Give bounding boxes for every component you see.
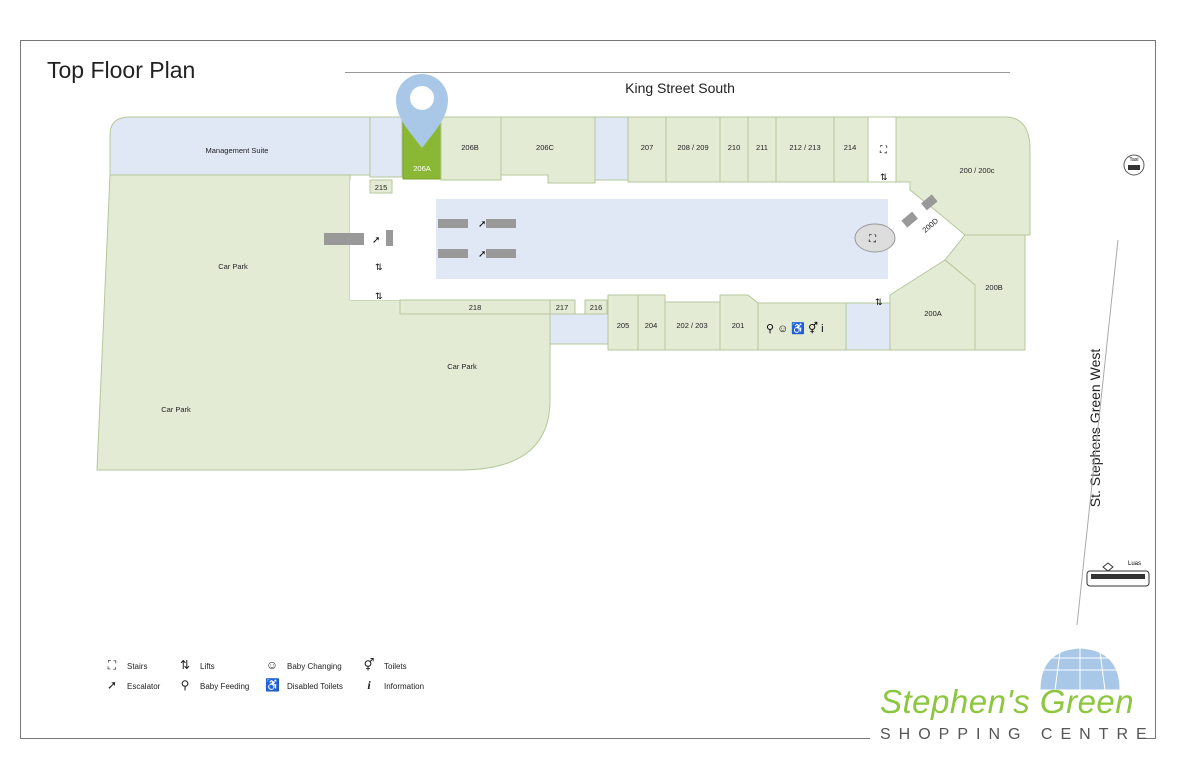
unit-208-label: 208 / 209 xyxy=(677,143,708,152)
stairs-north xyxy=(867,116,897,183)
corridor-east xyxy=(845,302,891,351)
lifts-icon: ⇅ xyxy=(880,172,888,182)
carpark-area xyxy=(96,174,551,471)
legend-baby-changing: ☺Baby Changing xyxy=(265,658,342,672)
unit-205[interactable] xyxy=(607,294,639,351)
street-line xyxy=(345,72,1010,73)
legend-lifts: ⇅Lifts xyxy=(179,658,215,672)
stairs-round xyxy=(854,223,896,253)
unit-204[interactable] xyxy=(637,294,666,351)
street-north-label: King Street South xyxy=(625,80,735,96)
stairs-icon: ⛶ xyxy=(868,234,877,245)
escalator-bar xyxy=(386,230,393,246)
corridor-north xyxy=(594,116,629,181)
escalator-bar xyxy=(324,233,364,245)
unit-210-label: 210 xyxy=(728,143,741,152)
baby-feeding-icon: ⚲ xyxy=(180,678,190,692)
unit-205-label: 205 xyxy=(617,321,630,330)
escalator-icon: ➚ xyxy=(372,235,380,246)
service-strip xyxy=(369,116,403,178)
unit-215[interactable] xyxy=(369,179,393,194)
unit-214[interactable] xyxy=(833,116,869,183)
unit-201-label: 201 xyxy=(732,321,745,330)
unit-202-label: 202 / 203 xyxy=(676,321,707,330)
unit-200A-label: 200A xyxy=(924,309,942,318)
unit-207-label: 207 xyxy=(641,143,654,152)
taxi-icon-body xyxy=(1128,165,1140,170)
central-void xyxy=(436,199,888,279)
escalator-bar xyxy=(486,219,516,228)
location-pin-icon xyxy=(396,74,448,148)
luas-label: Luas xyxy=(1128,561,1141,567)
luas-pantograph xyxy=(1102,562,1114,572)
escalator-icon: ➚ xyxy=(478,219,486,230)
frame-bottom-border xyxy=(20,738,870,739)
east-street-line xyxy=(1076,239,1119,626)
carpark-label-1: Car Park xyxy=(218,262,248,271)
unit-200B-label: 200B xyxy=(985,283,1003,292)
unit-212-label: 212 / 213 xyxy=(789,143,820,152)
unit-212[interactable] xyxy=(775,116,835,183)
unit-mgmt-label: Management Suite xyxy=(206,146,269,155)
page-title: Top Floor Plan xyxy=(47,57,196,83)
unit-206B[interactable] xyxy=(440,116,502,181)
frame-bottom-border-right xyxy=(1138,738,1156,739)
escalator-bar xyxy=(486,249,516,258)
lifts-icon: ⇅ xyxy=(875,297,883,307)
location-pin-center xyxy=(410,86,434,110)
legend-escalator: ➚Escalator xyxy=(106,678,161,692)
unit-214-label: 214 xyxy=(844,143,857,152)
unit-208[interactable] xyxy=(665,116,721,183)
unit-217-label: 217 xyxy=(556,303,569,312)
taxi-label: Taxi xyxy=(1130,157,1139,163)
information-icon: i xyxy=(367,678,371,692)
escalator-bar xyxy=(921,194,938,211)
escalator-bar xyxy=(901,211,918,228)
toilets-icon: ⚥ xyxy=(363,658,375,672)
escalator-bar xyxy=(438,249,468,258)
unit-200A[interactable] xyxy=(889,259,976,351)
logo-name: Stephen's Green xyxy=(880,683,1135,720)
frame-left-border xyxy=(20,40,21,738)
unit-216-label: 216 xyxy=(590,303,603,312)
unit-204-label: 204 xyxy=(645,321,658,330)
carpark-label-2: Car Park xyxy=(447,362,477,371)
stairs-icon: ⛶ xyxy=(879,145,888,156)
lifts-icon: ⇅ xyxy=(375,291,383,301)
stairs-icon: ⛶ xyxy=(107,658,117,672)
legend-disabled-toilets: ♿Disabled Toilets xyxy=(265,678,343,692)
unit-211[interactable] xyxy=(747,116,777,183)
unit-206C-label: 206C xyxy=(536,143,555,152)
unit-218-label: 218 xyxy=(469,303,482,312)
unit-202[interactable] xyxy=(664,301,721,351)
legend-stairs: ⛶Stairs xyxy=(105,658,148,673)
baby-changing-icon: ☺ xyxy=(265,658,279,672)
lifts-icon: ⇅ xyxy=(375,262,383,272)
legend-toilets: ⚥Toilets xyxy=(363,658,407,672)
escalator-icon: ➚ xyxy=(106,678,118,692)
corridor-south xyxy=(549,313,609,345)
escalator-bar xyxy=(438,219,468,228)
unit-200-label: 200 / 200c xyxy=(959,166,994,175)
unit-206A-label: 206A xyxy=(413,164,431,173)
map-frame xyxy=(20,40,1156,739)
unit-mgmt[interactable] xyxy=(109,116,371,176)
lifts-icon: ⇅ xyxy=(179,658,191,672)
carpark-label-3: Car Park xyxy=(161,405,191,414)
unit-211-label: 211 xyxy=(756,143,768,152)
unit-206B-label: 206B xyxy=(461,143,479,152)
disabled-toilets-icon: ♿ xyxy=(265,678,280,692)
luas-windows xyxy=(1091,574,1145,579)
unit-215-label: 215 xyxy=(375,183,388,192)
legend-baby-feeding: ⚲Baby Feeding xyxy=(178,678,250,692)
logo-subtitle: SHOPPING CENTRE xyxy=(880,726,1155,743)
escalator-icon: ➚ xyxy=(478,249,486,260)
facilities-icons: ⚲ ☺ ♿ ⚥ i xyxy=(766,321,824,335)
